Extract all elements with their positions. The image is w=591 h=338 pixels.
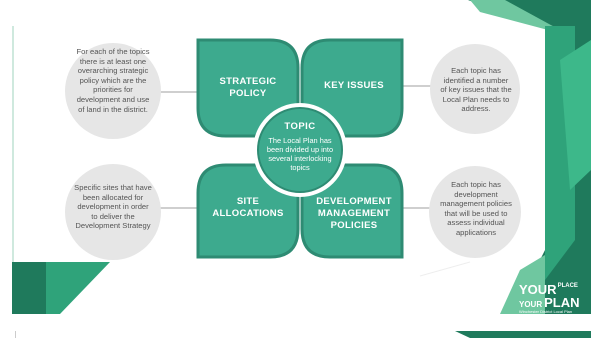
- note-development-management: Each topic has development management po…: [440, 180, 512, 237]
- note-key-issues: Each topic has identified a number of ke…: [440, 66, 512, 114]
- center-title: TOPIC: [284, 121, 316, 132]
- right-band-accent: [500, 255, 545, 314]
- note-strategic-policy: For each of the topics there is at least…: [76, 47, 150, 114]
- logo-line-1: YOURPLACE: [519, 283, 578, 296]
- decorative-line: [419, 261, 471, 277]
- logo-your-1: YOUR: [519, 282, 557, 297]
- right-band-light: [560, 40, 591, 190]
- logo-tagline: Winchester District Local Plan: [519, 309, 573, 314]
- center-body: The Local Plan has been divided up into …: [266, 136, 334, 172]
- note-circle-bottom-right: [429, 166, 521, 258]
- center-circle: [257, 107, 343, 193]
- logo-your-2: YOUR: [519, 300, 543, 309]
- top-right-band-dark: [468, 0, 591, 52]
- petal-label-site-allocations: SITE ALLOCATIONS: [212, 196, 284, 219]
- petal-label-strategic-policy: STRATEGIC POLICY: [219, 76, 277, 99]
- bottom-left-band-light: [46, 262, 110, 314]
- lower-strip-marker: [15, 331, 16, 338]
- petal-label-key-issues: KEY ISSUES: [324, 80, 384, 91]
- top-right-band-light: [470, 0, 560, 30]
- note-site-allocations: Specific sites that have been allocated …: [74, 183, 152, 231]
- note-circle-top-right: [430, 44, 520, 134]
- logo-plan: PLAN: [544, 295, 580, 310]
- note-circle-top-left: [65, 43, 161, 139]
- petal-label-development-management: DEVELOPMENT MANAGEMENT POLICIES: [316, 196, 392, 231]
- lower-strip-band: [455, 331, 591, 338]
- note-circle-bottom-left: [65, 164, 161, 260]
- lower-strip: [0, 326, 591, 338]
- bottom-left-band: [12, 262, 46, 314]
- left-strip: [12, 26, 14, 314]
- logo-place: PLACE: [557, 283, 578, 289]
